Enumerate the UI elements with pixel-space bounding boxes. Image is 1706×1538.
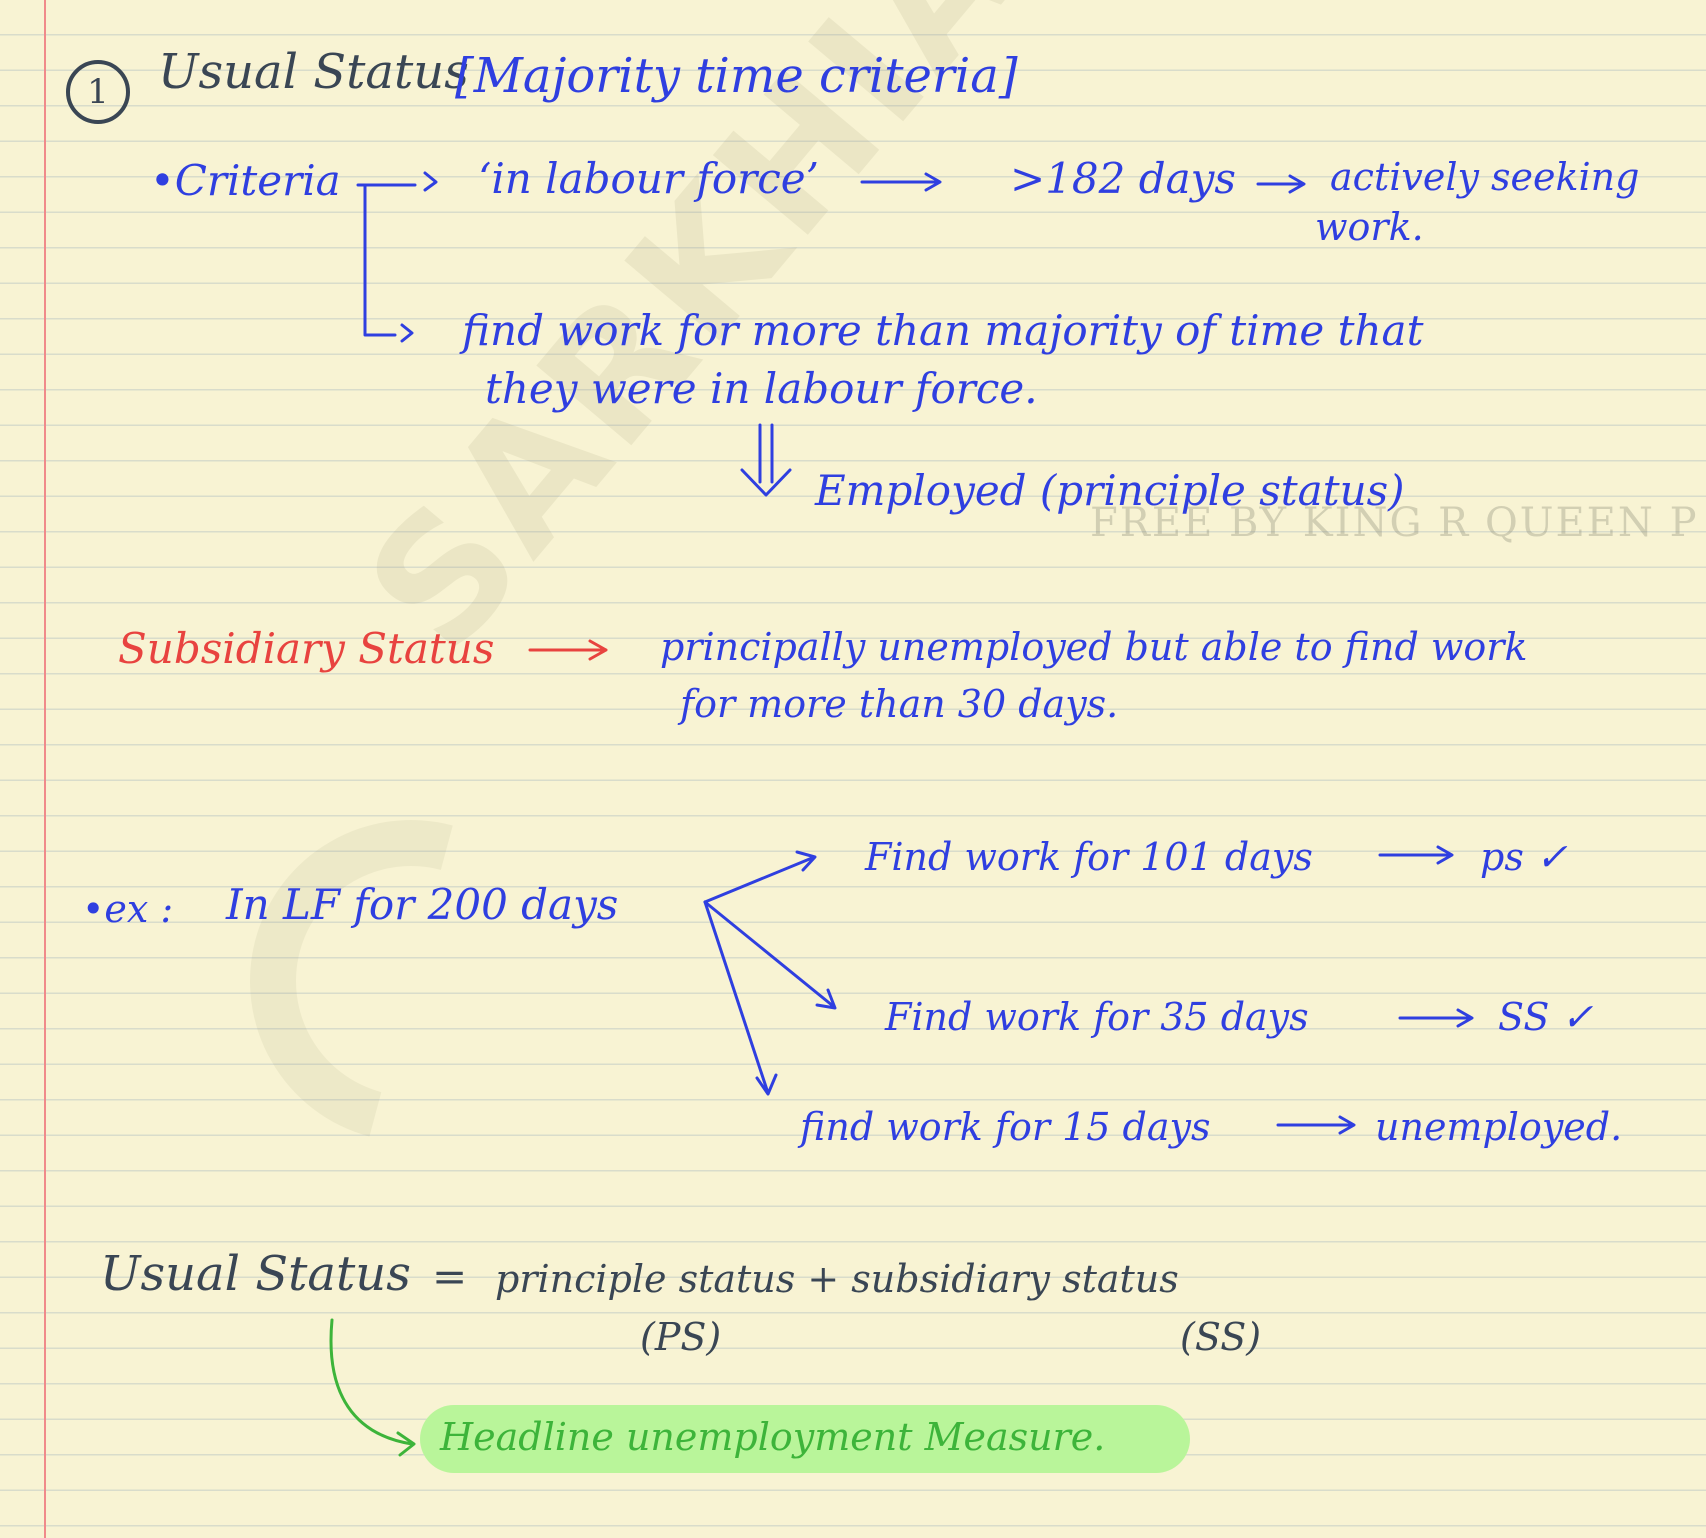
in-labour-force: ‘in labour force’ <box>478 154 819 203</box>
find-work-line-1: find work for more than majority of time… <box>462 306 1424 355</box>
watermark-credit: FREE BY KING R QUEEN P <box>1090 500 1699 546</box>
criteria-upper-arrowhead <box>423 171 438 192</box>
criteria-label: •Criteria <box>150 156 341 205</box>
actively-seeking: actively seeking <box>1330 155 1640 199</box>
branch-arrow-1 <box>703 850 817 904</box>
formula-lhs: Usual Status <box>100 1246 411 1302</box>
days-to-seeking-arrow <box>1256 174 1306 194</box>
seeking-work: work. <box>1315 205 1424 249</box>
result-arrow-1 <box>1378 845 1454 865</box>
result-arrow-2 <box>1398 1008 1474 1028</box>
formula-ss-abbrev: (SS) <box>1180 1315 1262 1359</box>
branch-3-text: find work for 15 days <box>800 1105 1211 1149</box>
headline-curve-arrow <box>329 1318 416 1457</box>
subsidiary-label: Subsidiary Status <box>118 624 495 673</box>
criteria-lower-arrowhead <box>400 323 414 343</box>
branch-2-text: Find work for 35 days <box>885 995 1309 1039</box>
heading-title: Usual Status <box>158 44 469 100</box>
criteria-bracket <box>356 183 417 337</box>
subsidiary-definition-line-1: principally unemployed but able to find … <box>660 625 1528 669</box>
days-condition: >182 days <box>1010 154 1236 203</box>
employed-principle-status: Employed (principle status) <box>815 466 1405 515</box>
heading-criteria: [Majority time criteria] <box>455 48 1018 104</box>
branch-2-result: SS ✓ <box>1498 995 1594 1039</box>
margin-line <box>44 0 46 1538</box>
branch-arrow-2 <box>703 900 837 1010</box>
example-text: In LF for 200 days <box>226 880 619 929</box>
section-number: 1 <box>87 72 109 112</box>
subsidiary-definition-line-2: for more than 30 days. <box>680 682 1119 726</box>
result-arrow-3 <box>1276 1115 1356 1135</box>
formula-ps-abbrev: (PS) <box>640 1315 722 1359</box>
labour-to-days-arrow <box>860 172 942 192</box>
example-label: •ex : <box>82 887 174 931</box>
branch-1-result: ps ✓ <box>1480 835 1568 879</box>
subsidiary-arrow <box>528 639 608 661</box>
headline-measure: Headline unemployment Measure. <box>440 1415 1106 1459</box>
formula-rhs: principle status + subsidiary status <box>495 1257 1179 1301</box>
branch-3-result: unemployed. <box>1375 1105 1623 1149</box>
formula-equals: = <box>432 1252 468 1301</box>
headline-highlight <box>420 1405 1190 1473</box>
find-work-line-2: they were in labour force. <box>485 364 1038 413</box>
branch-1-text: Find work for 101 days <box>865 835 1313 879</box>
branch-arrow-3 <box>703 900 778 1096</box>
section-number-badge: 1 <box>66 60 130 124</box>
down-double-arrow <box>740 423 792 497</box>
